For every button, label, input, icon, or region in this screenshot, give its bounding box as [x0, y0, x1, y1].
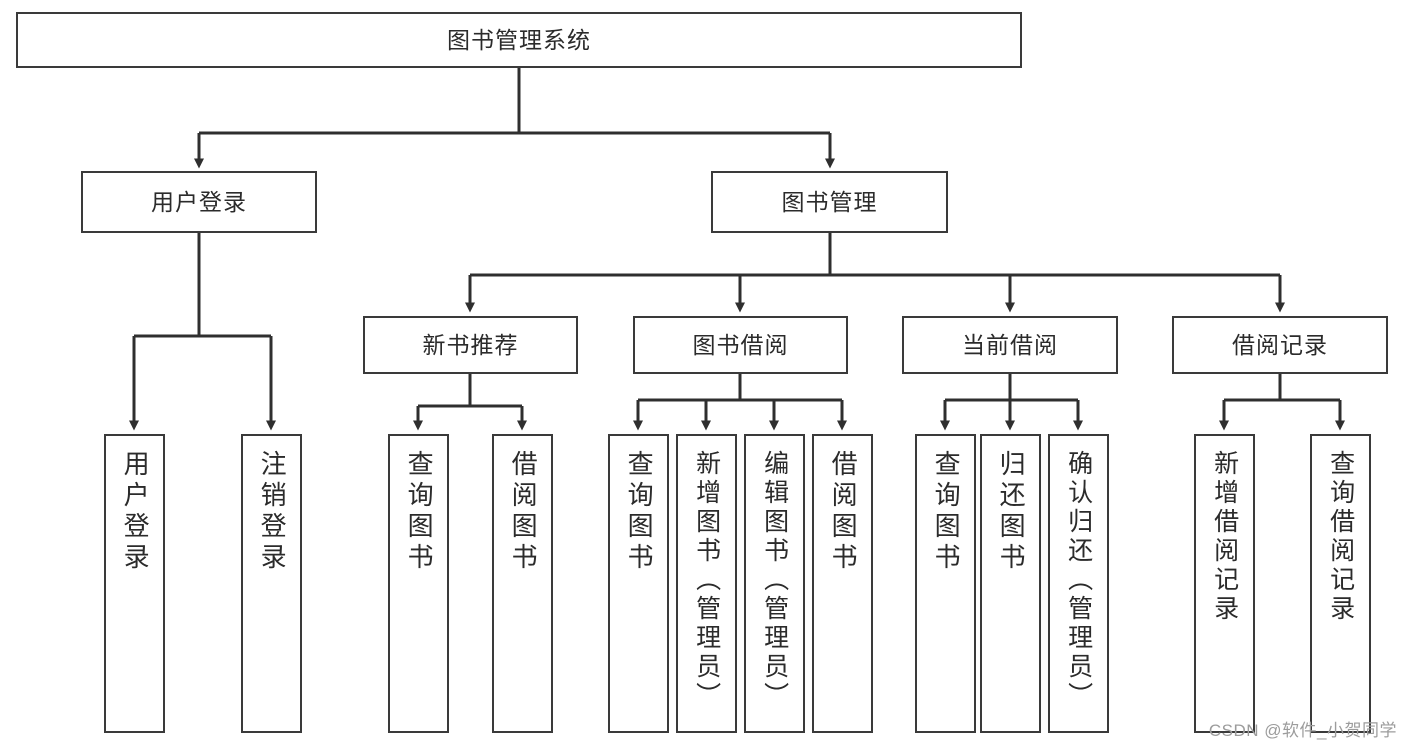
- leaf-new-book-borrow[interactable]: 借阅图书: [492, 434, 553, 733]
- leaf-new-book-query[interactable]: 查询图书: [388, 434, 449, 733]
- node-label: 查询图书: [404, 450, 435, 574]
- node-label: 归还图书: [996, 450, 1027, 574]
- leaf-borrow-record-query[interactable]: 查询借阅记录: [1310, 434, 1371, 733]
- leaf-current-borrow-query[interactable]: 查询图书: [915, 434, 976, 733]
- leaf-book-borrow-edit[interactable]: 编辑图书（管理员）: [744, 434, 805, 733]
- node-label: 当前借阅: [962, 331, 1058, 358]
- leaf-user-login-logout[interactable]: 注销登录: [241, 434, 302, 733]
- node-label: 用户登录: [151, 188, 247, 215]
- node-book-borrow[interactable]: 图书借阅: [633, 316, 848, 374]
- leaf-book-borrow-borrow[interactable]: 借阅图书: [812, 434, 873, 733]
- node-label: 借阅图书: [508, 450, 539, 574]
- leaf-current-borrow-return[interactable]: 归还图书: [980, 434, 1041, 733]
- leaf-book-borrow-add[interactable]: 新增图书（管理员）: [676, 434, 737, 733]
- node-label: 注销登录: [257, 450, 288, 574]
- node-label: 图书管理: [781, 188, 878, 215]
- node-book-management[interactable]: 图书管理: [711, 171, 948, 233]
- node-label: 借阅记录: [1232, 331, 1328, 358]
- node-label: 图书管理系统: [447, 26, 591, 53]
- node-label: 查询借阅记录: [1326, 450, 1355, 624]
- node-label: 借阅图书: [828, 450, 859, 574]
- node-label: 新增图书（管理员）: [692, 450, 721, 711]
- node-user-login[interactable]: 用户登录: [81, 171, 317, 233]
- leaf-user-login-login[interactable]: 用户登录: [104, 434, 165, 733]
- node-current-borrow[interactable]: 当前借阅: [902, 316, 1118, 374]
- node-label: 查询图书: [624, 450, 655, 574]
- node-borrow-record[interactable]: 借阅记录: [1172, 316, 1388, 374]
- node-label: 新书推荐: [422, 331, 519, 358]
- node-label: 用户登录: [120, 450, 151, 574]
- node-book-management-system[interactable]: 图书管理系统: [16, 12, 1022, 68]
- leaf-book-borrow-query[interactable]: 查询图书: [608, 434, 669, 733]
- leaf-borrow-record-add[interactable]: 新增借阅记录: [1194, 434, 1255, 733]
- node-label: 编辑图书（管理员）: [760, 450, 789, 711]
- node-label: 新增借阅记录: [1210, 450, 1239, 624]
- node-label: 查询图书: [931, 450, 962, 574]
- node-new-book-recommend[interactable]: 新书推荐: [363, 316, 578, 374]
- node-label: 图书借阅: [692, 331, 789, 358]
- node-label: 确认归还（管理员）: [1064, 450, 1093, 711]
- leaf-current-borrow-confirm-return[interactable]: 确认归还（管理员）: [1048, 434, 1109, 733]
